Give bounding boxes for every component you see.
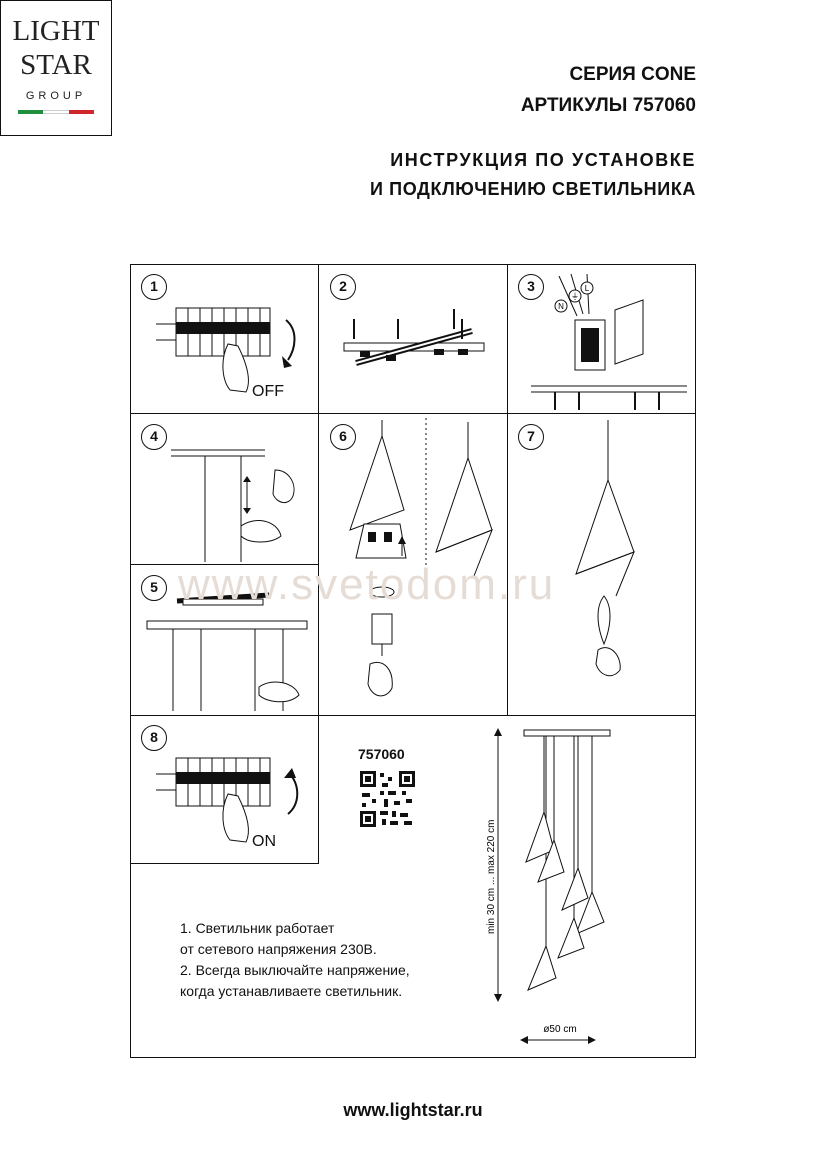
- note-line: 1. Светильник работает: [180, 920, 335, 936]
- qr-code: [360, 771, 415, 827]
- grid-divider: [130, 863, 319, 864]
- breaker-panel-on-illustration: [156, 757, 299, 843]
- dimensions-diagram: min 30 cm ... max 220 cm ø50 cm: [486, 728, 611, 1044]
- grid-divider: [130, 564, 319, 565]
- step-number: 2: [330, 274, 356, 300]
- grid-divider: [130, 715, 696, 716]
- step-number: 4: [141, 424, 167, 450]
- note-line: 2. Всегда выключайте напряжение,: [180, 962, 410, 978]
- instruction-title-line1: ИНСТРУКЦИЯ ПО УСТАНОВКЕ: [390, 150, 696, 170]
- brand-logo: LIGHT STAR GROUP: [0, 0, 112, 136]
- step-number: 1: [141, 274, 167, 300]
- wire-n-label: N: [558, 302, 564, 311]
- instruction-title-line2: И ПОДКЛЮЧЕНИЮ СВЕТИЛЬНИКА: [370, 179, 696, 199]
- wire-ground-label: ⏚: [571, 292, 579, 301]
- website-link[interactable]: www.lightstar.ru: [343, 1100, 483, 1120]
- series-title: СЕРИЯ CONE: [569, 64, 696, 85]
- height-adjust-illustration: [171, 449, 295, 562]
- mounting-bracket-illustration: [343, 309, 485, 366]
- step-number: 6: [330, 424, 356, 450]
- shade-assembly-illustration: [349, 418, 493, 697]
- instruction-grid: [130, 264, 696, 1058]
- step-number: 5: [141, 575, 167, 601]
- product-code: 757060: [358, 746, 405, 762]
- wire-l-label: L: [585, 284, 590, 293]
- note-line: от сетевого напряжения 230В.: [180, 941, 377, 957]
- step-number: 8: [141, 725, 167, 751]
- wiring-connection-illustration: N ⏚ L: [531, 273, 687, 410]
- grid-divider: [318, 264, 319, 863]
- off-label: OFF: [252, 383, 284, 400]
- grid-divider: [507, 264, 508, 715]
- safety-notes: 1. Светильник работает от сетевого напря…: [180, 918, 410, 1002]
- logo-word-light: LIGHT: [12, 15, 100, 47]
- ceiling-mount-illustration: [146, 592, 308, 711]
- logo-flag-stripe: [18, 110, 94, 114]
- step-number: 3: [518, 274, 544, 300]
- note-line: когда устанавливаете светильник.: [180, 983, 403, 999]
- on-label: ON: [252, 833, 276, 850]
- logo-word-star: STAR: [20, 49, 92, 81]
- bulb-installation-illustration: [575, 420, 635, 677]
- article-number: АРТИКУЛЫ 757060: [520, 95, 696, 116]
- watermark: www.svetodom.ru: [178, 560, 556, 609]
- grid-divider: [130, 413, 696, 414]
- logo-word-group: GROUP: [25, 90, 87, 102]
- diameter-label: ø50 cm: [543, 1024, 576, 1035]
- step-number: 7: [518, 424, 544, 450]
- breaker-panel-off-illustration: [156, 307, 296, 393]
- height-range-label: min 30 cm ... max 220 cm: [486, 820, 497, 934]
